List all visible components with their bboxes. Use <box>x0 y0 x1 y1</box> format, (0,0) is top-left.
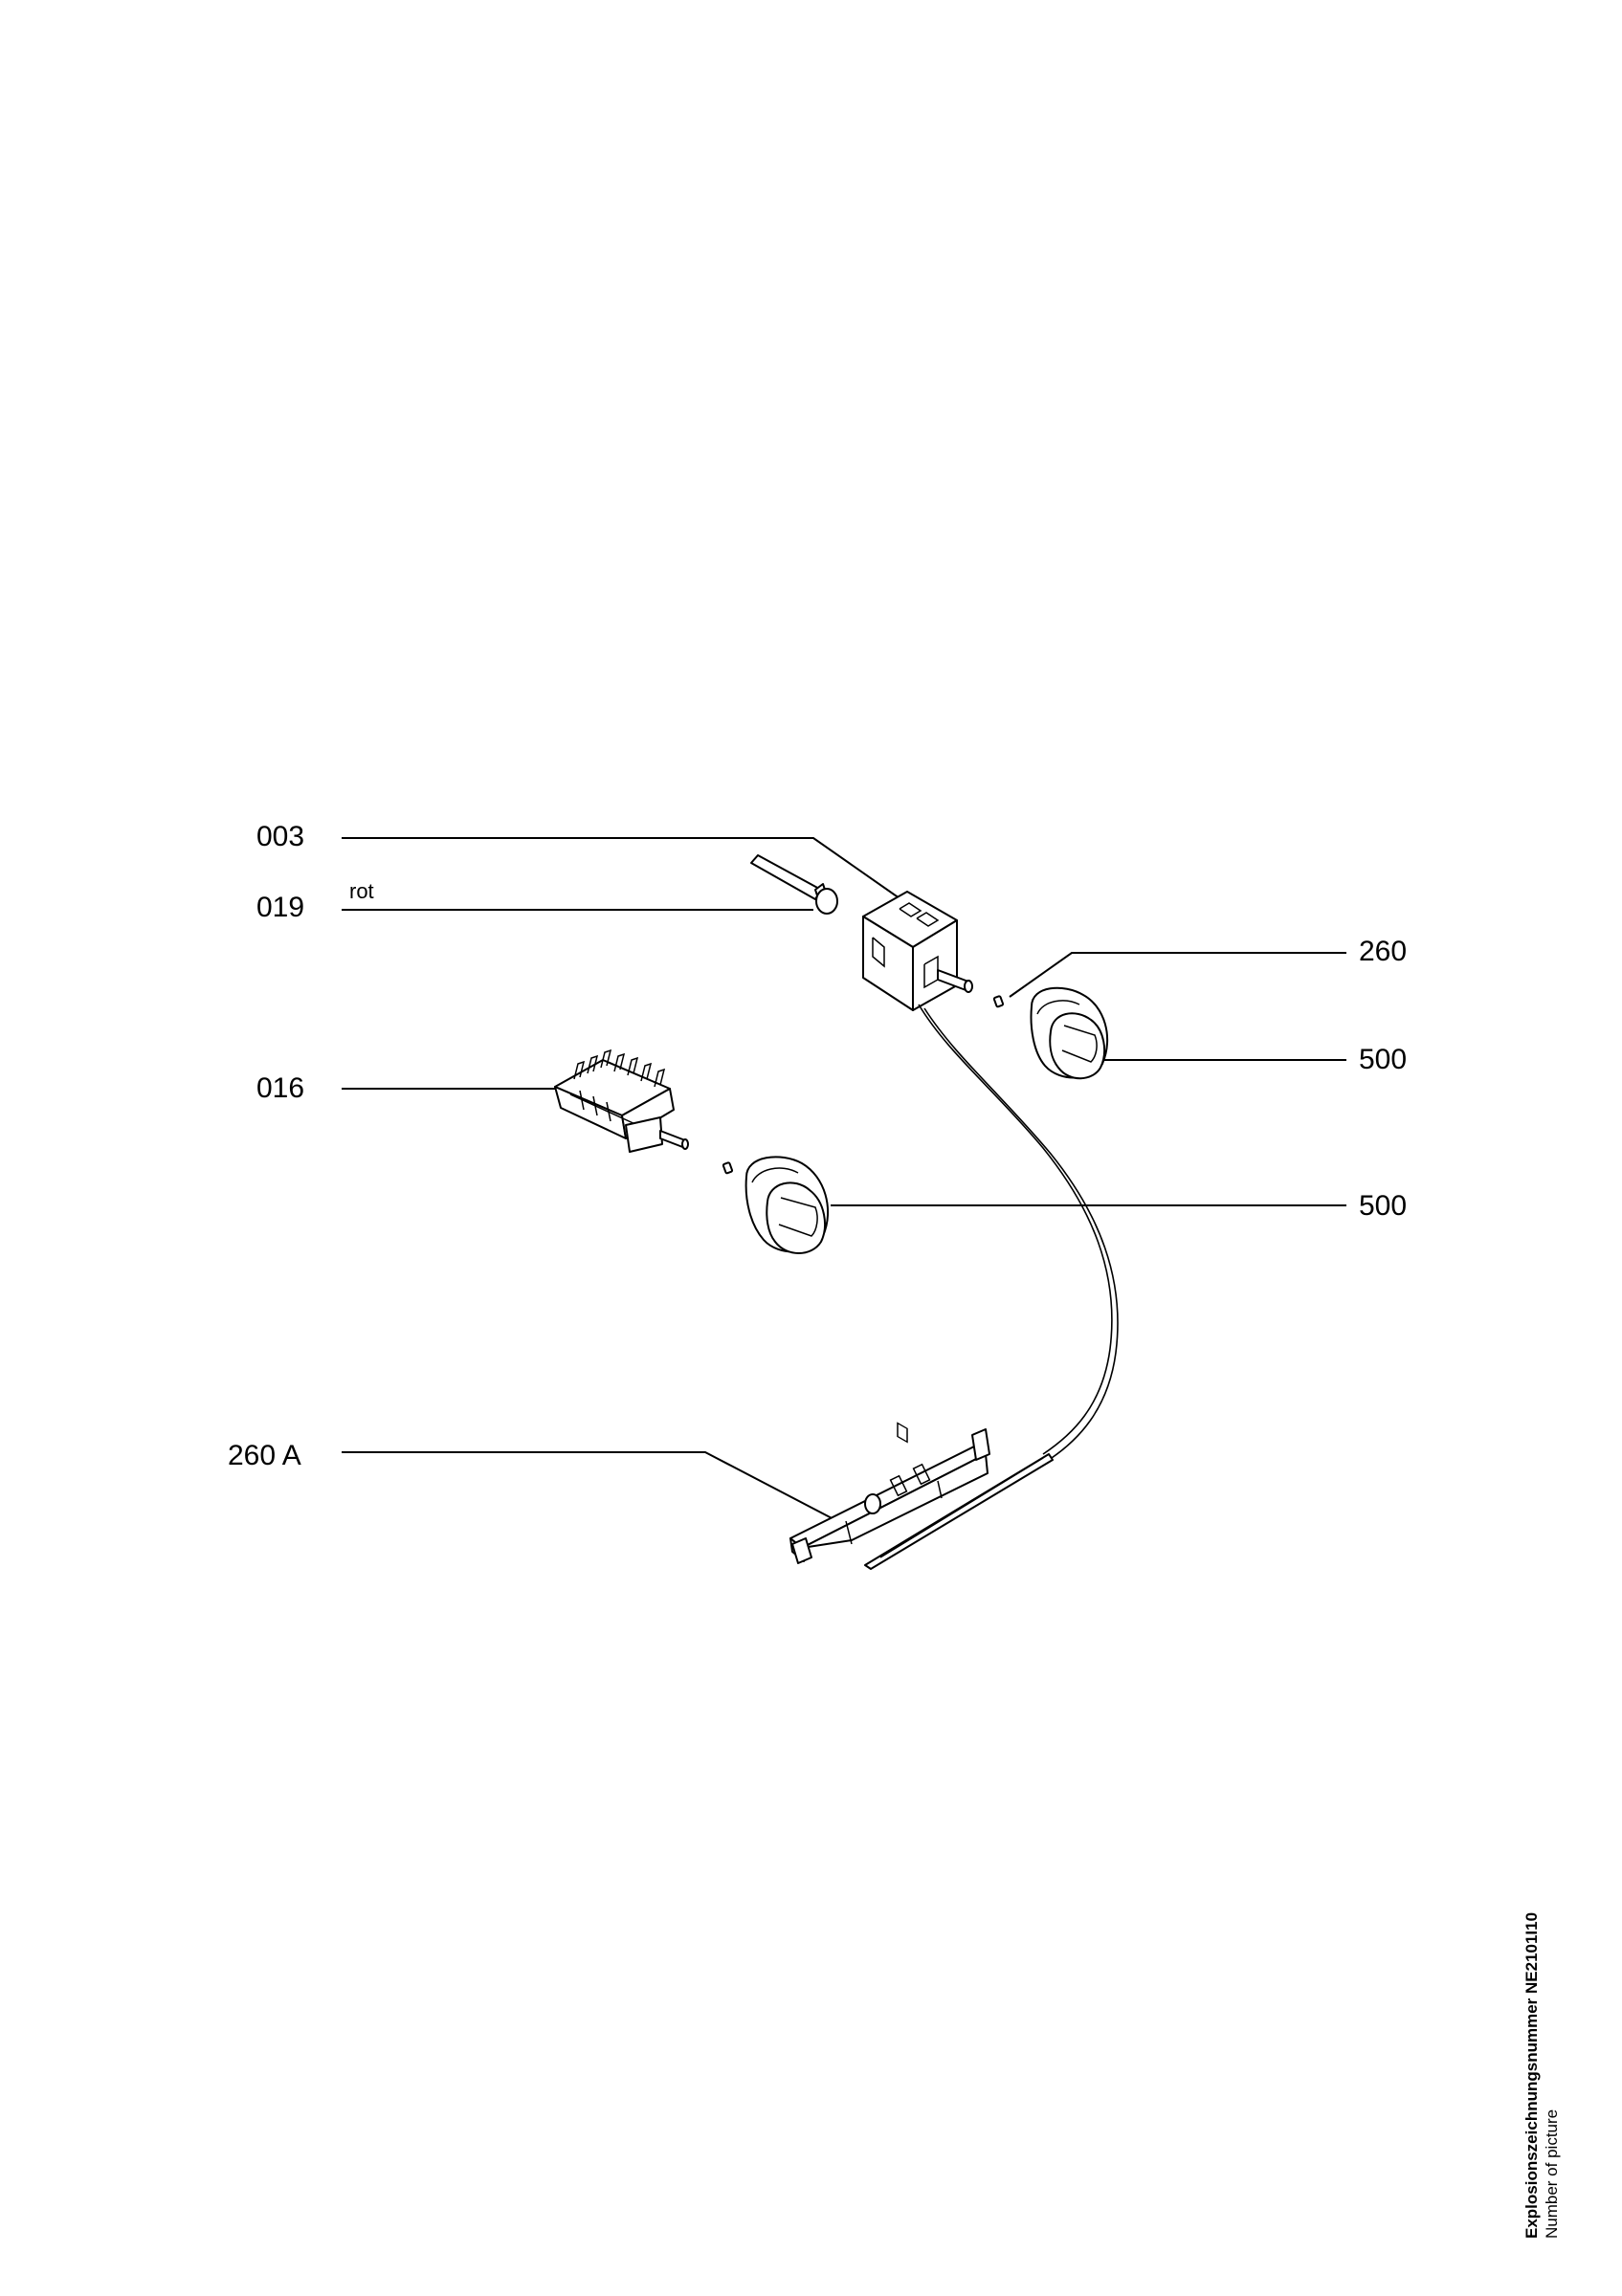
label-260a: 260 A <box>228 1440 301 1471</box>
label-003: 003 <box>256 821 304 852</box>
indicator-lamp-part <box>750 854 838 915</box>
control-knob-lower-part <box>744 1156 830 1254</box>
drawing-caption-text: Explosionszeichnungsnummer NE2101I10 Num… <box>1522 1912 1562 2239</box>
energy-regulator-part <box>862 891 973 1444</box>
label-500-lower: 500 <box>1359 1190 1407 1222</box>
number-of-picture-label: Number of picture <box>1543 2108 1561 2239</box>
label-019: 019 <box>256 892 304 923</box>
label-016: 016 <box>256 1072 304 1104</box>
selector-switch-part <box>554 1049 689 1153</box>
label-500-upper: 500 <box>1359 1044 1407 1075</box>
sensor-bracket-part <box>789 1428 1054 1570</box>
label-019-color-note: rot <box>349 879 374 903</box>
label-260: 260 <box>1359 936 1407 967</box>
leader-003 <box>342 837 910 906</box>
capillary-wire <box>918 1004 1113 1455</box>
capillary-wire-outline <box>923 1007 1119 1461</box>
control-knob-upper-part <box>1030 986 1109 1080</box>
drawing-number-line: Explosionszeichnungsnummer NE2101I10 <box>1522 1912 1542 2239</box>
spring-clip-upper-part <box>992 995 1005 1008</box>
spring-clip-lower-part <box>722 1161 734 1175</box>
drawing-number-value: NE2101I10 <box>1522 1911 1541 1994</box>
drawing-number-title: Explosionszeichnungsnummer <box>1522 1998 1541 2239</box>
leader-260a <box>342 1451 838 1522</box>
leader-260 <box>1009 952 1346 998</box>
